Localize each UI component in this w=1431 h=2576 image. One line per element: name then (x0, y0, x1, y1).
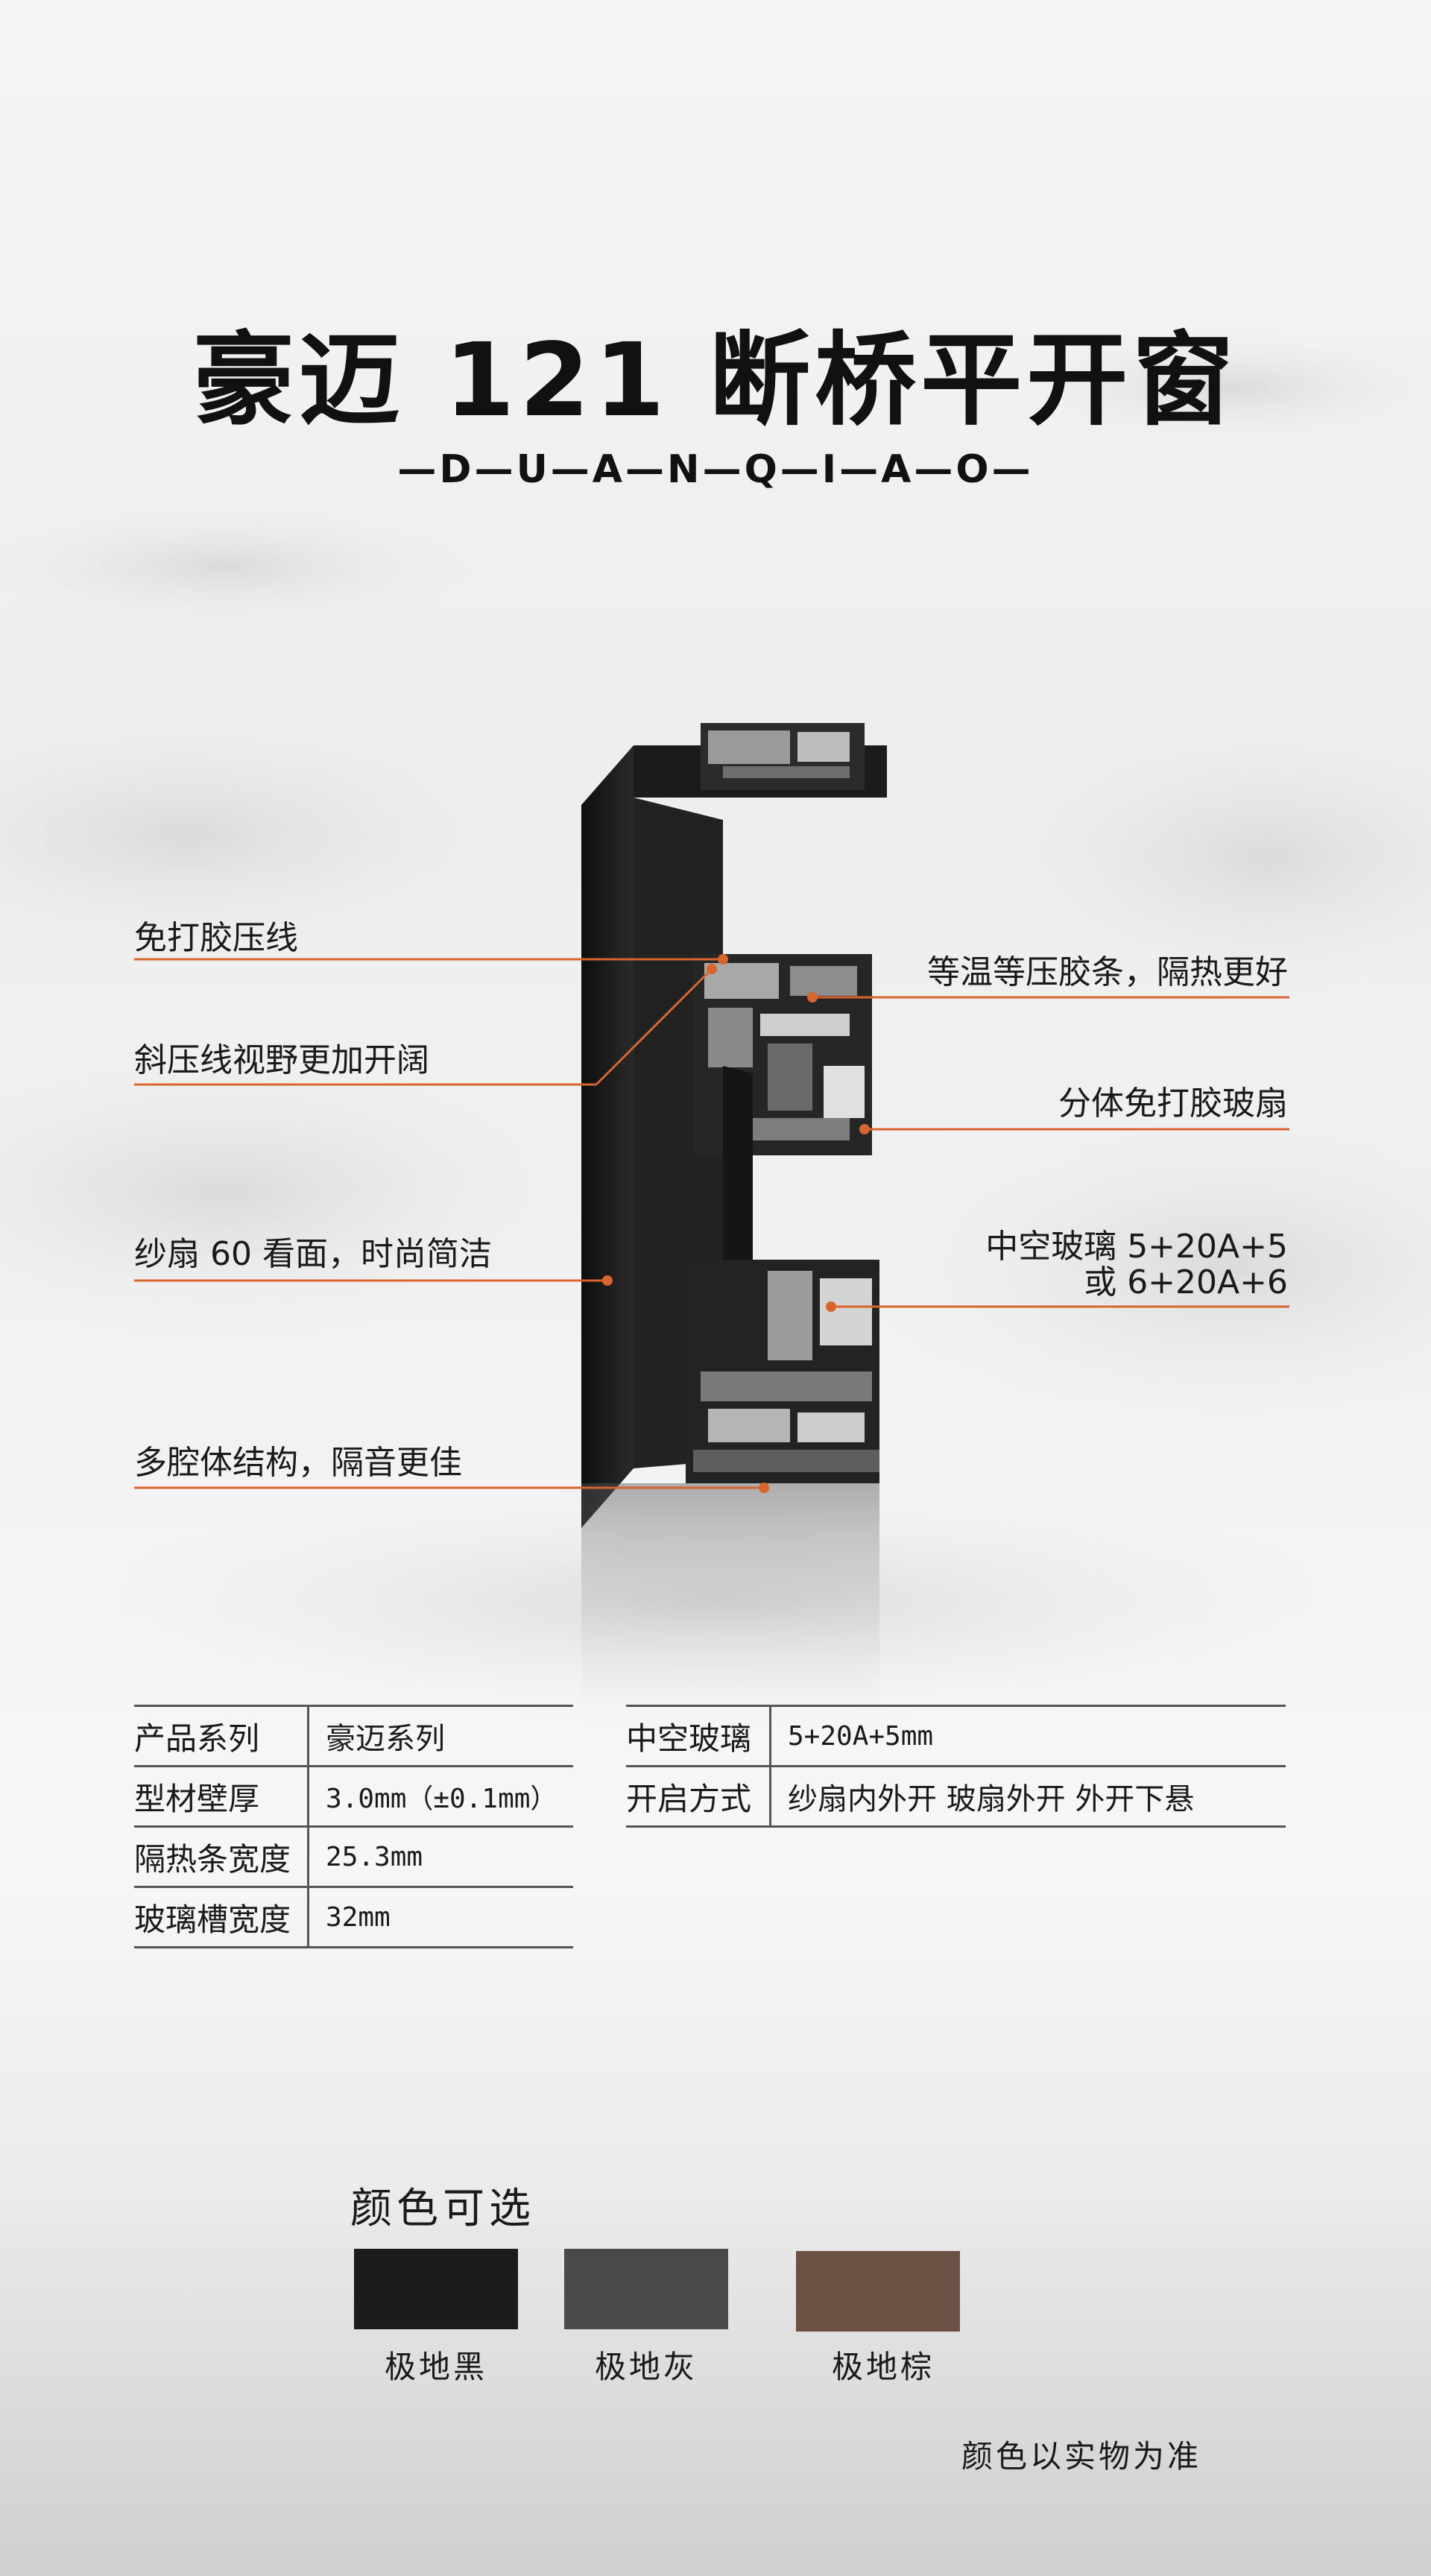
table-row: 中空玻璃 5+20A+5mm (626, 1705, 1286, 1767)
spec-value: 25.3mm (308, 1826, 574, 1888)
callout-multi-cavity: 多腔体结构，隔音更佳 (134, 1444, 462, 1482)
spec-label: 隔热条宽度 (134, 1826, 310, 1888)
spec-value: 5+20A+5mm (770, 1705, 1286, 1767)
callout-insulated-glass-1: 中空玻璃 5+20A+5 (985, 1228, 1288, 1266)
color-swatch-gray (564, 2249, 728, 2329)
color-disclaimer: 颜色以实物为准 (961, 2438, 1202, 2475)
callout-gasket: 等温等压胶条，隔热更好 (927, 953, 1288, 991)
colors-heading: 颜色可选 (350, 2185, 535, 2233)
color-swatch-brown (796, 2251, 960, 2332)
spec-label: 玻璃槽宽度 (134, 1887, 310, 1948)
table-row: 产品系列 豪迈系列 (134, 1705, 574, 1767)
spec-label: 中空玻璃 (626, 1705, 771, 1767)
callout-glass-sash: 分体免打胶玻扇 (1058, 1085, 1288, 1123)
color-label-black: 极地黑 (384, 2349, 487, 2385)
table-row: 玻璃槽宽度 32mm (134, 1887, 574, 1948)
spec-label: 型材壁厚 (134, 1766, 310, 1828)
table-row: 型材壁厚 3.0mm（±0.1mm） (134, 1766, 574, 1828)
spec-value: 纱扇内外开 玻扇外开 外开下悬 (770, 1766, 1286, 1828)
color-swatch-black (354, 2249, 518, 2329)
table-row: 开启方式 纱扇内外开 玻扇外开 外开下悬 (626, 1766, 1286, 1828)
window-profile-illustration (581, 723, 887, 1729)
spec-label: 产品系列 (134, 1705, 310, 1767)
color-label-gray: 极地灰 (594, 2349, 698, 2385)
callout-insulated-glass-2: 或 6+20A+6 (1084, 1263, 1288, 1301)
page-title: 豪迈 121 断桥平开窗 (192, 322, 1239, 440)
spec-value: 豪迈系列 (308, 1705, 574, 1767)
spec-value: 3.0mm（±0.1mm） (308, 1766, 574, 1828)
table-row: 隔热条宽度 25.3mm (134, 1826, 574, 1888)
page-subtitle: —D—U—A—N—Q—I—A—O— (397, 447, 1034, 492)
callout-screen-sash: 纱扇 60 看面，时尚简洁 (134, 1235, 492, 1273)
callout-oblique-pressing-line: 斜压线视野更加开阔 (134, 1041, 429, 1079)
spec-value: 32mm (308, 1887, 574, 1948)
callout-pressing-line: 免打胶压线 (134, 919, 298, 957)
spec-label: 开启方式 (626, 1766, 771, 1828)
specs-table-right: 中空玻璃 5+20A+5mm 开启方式 纱扇内外开 玻扇外开 外开下悬 (626, 1705, 1286, 1828)
specs-table-left: 产品系列 豪迈系列 型材壁厚 3.0mm（±0.1mm） 隔热条宽度 25.3m… (134, 1705, 574, 1948)
color-label-brown: 极地棕 (831, 2349, 935, 2385)
